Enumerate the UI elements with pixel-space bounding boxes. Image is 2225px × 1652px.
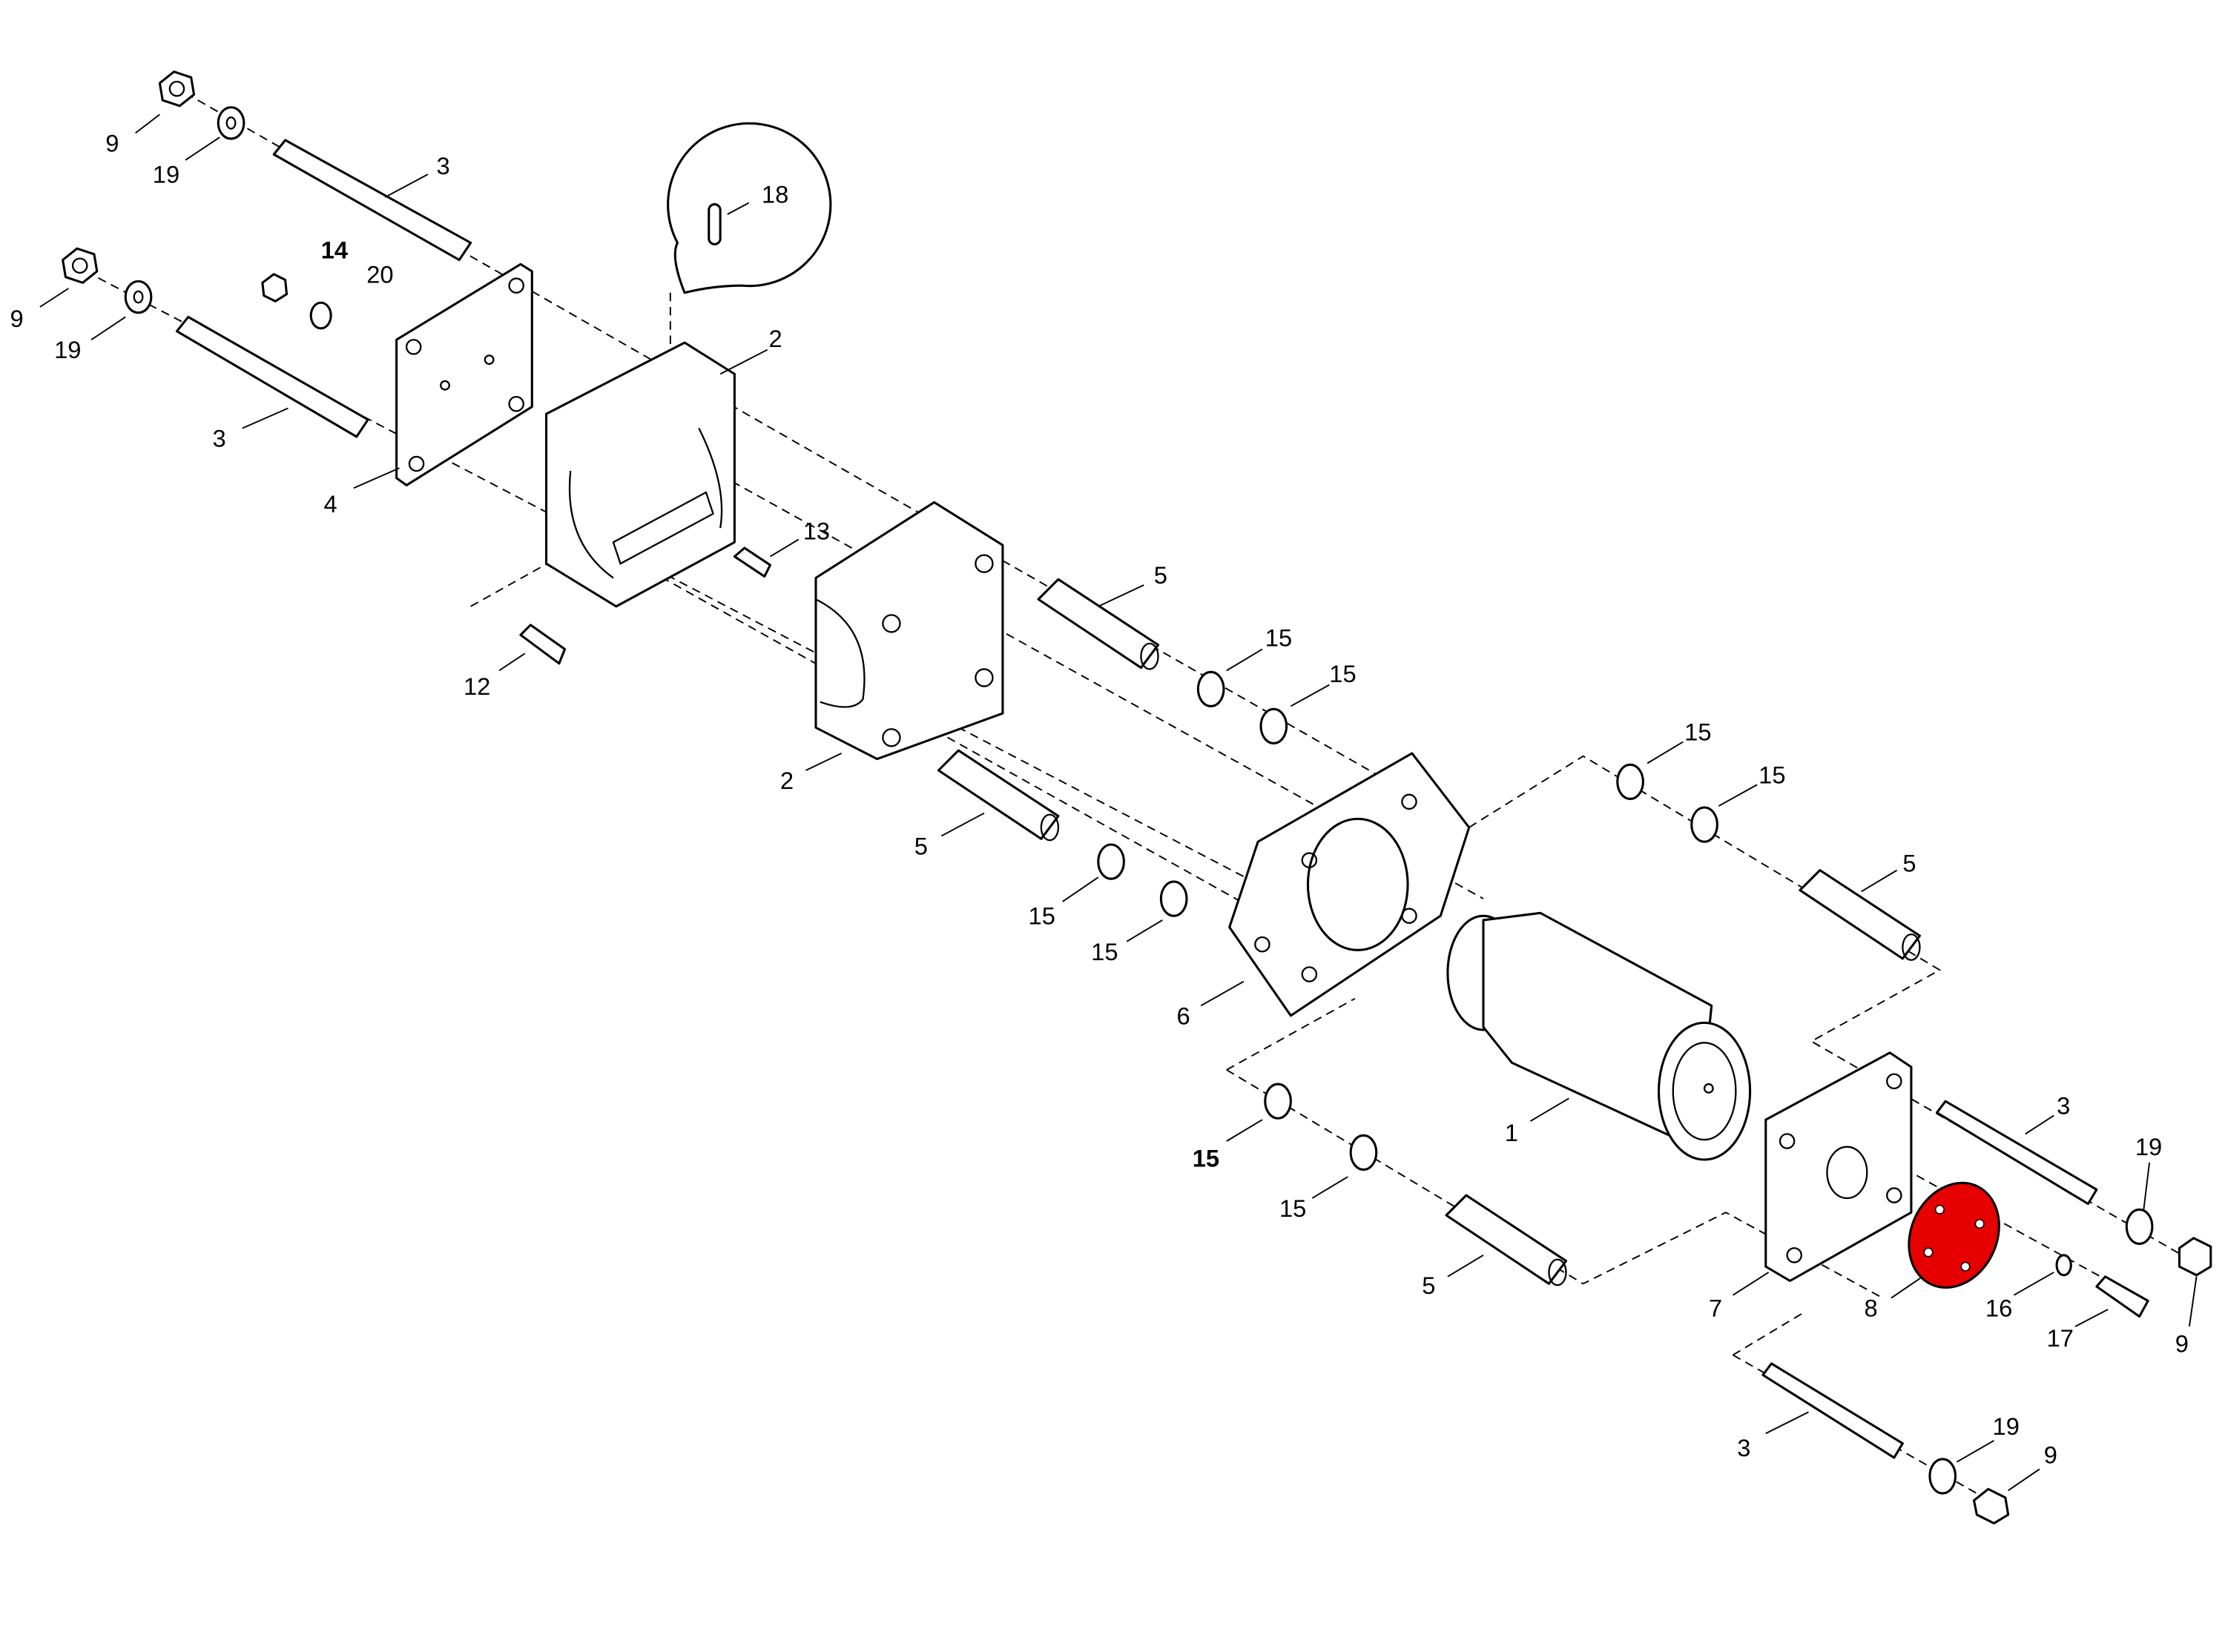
screw-13 — [733, 546, 771, 578]
nut-14 — [261, 273, 289, 303]
leader-lines — [39, 113, 2198, 1491]
callout-14: 14 — [321, 237, 348, 264]
callout-labels: 9 19 3 18 14 20 9 19 3 2 4 13 12 5 15 15… — [10, 129, 2188, 1468]
callout-9: 9 — [10, 305, 23, 332]
callout-16: 16 — [1985, 1295, 2012, 1322]
callout-19: 19 — [1993, 1413, 2020, 1440]
callout-5: 5 — [1422, 1272, 1435, 1299]
tie-rod-3-bottom — [1761, 1362, 1904, 1459]
callout-3: 3 — [1737, 1434, 1750, 1461]
washer-19-left — [124, 280, 153, 314]
washer-19-right — [2125, 1208, 2154, 1245]
gasket-8-highlighted — [1908, 1181, 2000, 1289]
callout-3: 3 — [436, 152, 449, 179]
callout-15: 15 — [1758, 761, 1785, 788]
washer-19-bottom — [1928, 1458, 1957, 1495]
screw-17 — [2095, 1275, 2149, 1318]
callout-5: 5 — [1154, 561, 1167, 589]
callout-2: 2 — [769, 325, 782, 352]
callout-19: 19 — [153, 161, 179, 188]
callout-15: 15 — [1329, 660, 1356, 687]
callout-9: 9 — [105, 129, 119, 156]
nut-9-top — [158, 70, 196, 108]
nut-9-left — [62, 247, 99, 284]
callout-6: 6 — [1177, 1002, 1190, 1029]
sleeve-5-b — [937, 749, 1060, 842]
washer-16 — [2055, 1254, 2072, 1277]
motor-1 — [1446, 911, 1752, 1161]
bearing-housing-2-lower — [814, 500, 1004, 761]
nut-9-bottom — [1973, 1487, 2010, 1524]
washers-15 — [1097, 670, 1718, 1171]
callout-17: 17 — [2047, 1324, 2074, 1352]
end-plate-4 — [395, 262, 533, 486]
callout-15: 15 — [1193, 1145, 1219, 1172]
callout-15: 15 — [1029, 902, 1055, 930]
callout-19: 19 — [2135, 1133, 2162, 1160]
callout-9: 9 — [2044, 1441, 2057, 1469]
tie-rod-3-right — [1936, 1100, 2098, 1206]
callout-3: 3 — [2057, 1091, 2070, 1119]
sleeve-5-c — [1799, 869, 1921, 961]
bearing-housing-2-upper — [545, 341, 736, 608]
assembly-lines — [85, 92, 2183, 1506]
detail-bubble-pin — [667, 122, 832, 294]
callout-18: 18 — [762, 181, 788, 208]
callout-8: 8 — [1864, 1295, 1877, 1322]
callout-12: 12 — [464, 673, 490, 700]
nut-9-right — [2178, 1237, 2212, 1277]
tie-rod-3-top — [272, 139, 472, 262]
tie-rod-3-left — [175, 315, 369, 438]
callout-15: 15 — [1091, 938, 1118, 965]
callout-15: 15 — [1265, 624, 1292, 652]
callout-1: 1 — [1505, 1119, 1518, 1146]
sleeve-5-d — [1445, 1194, 1568, 1286]
callout-13: 13 — [803, 517, 830, 544]
callout-5: 5 — [1902, 850, 1916, 877]
callout-7: 7 — [1709, 1295, 1722, 1322]
flange-plate-6 — [1228, 752, 1471, 1017]
sleeve-5-a — [1037, 578, 1160, 670]
callout-20: 20 — [366, 260, 393, 288]
callout-15: 15 — [1684, 718, 1711, 746]
callout-5: 5 — [914, 832, 928, 859]
washer-19-top — [217, 106, 245, 140]
callout-2: 2 — [780, 767, 794, 794]
callout-4: 4 — [324, 490, 337, 518]
washer-20 — [309, 301, 332, 330]
screw-12 — [519, 624, 567, 665]
callout-9: 9 — [2175, 1330, 2189, 1358]
callout-3: 3 — [213, 424, 226, 452]
callout-19: 19 — [54, 336, 81, 363]
callout-15: 15 — [1279, 1195, 1306, 1222]
end-plate-7 — [1764, 1051, 1913, 1282]
